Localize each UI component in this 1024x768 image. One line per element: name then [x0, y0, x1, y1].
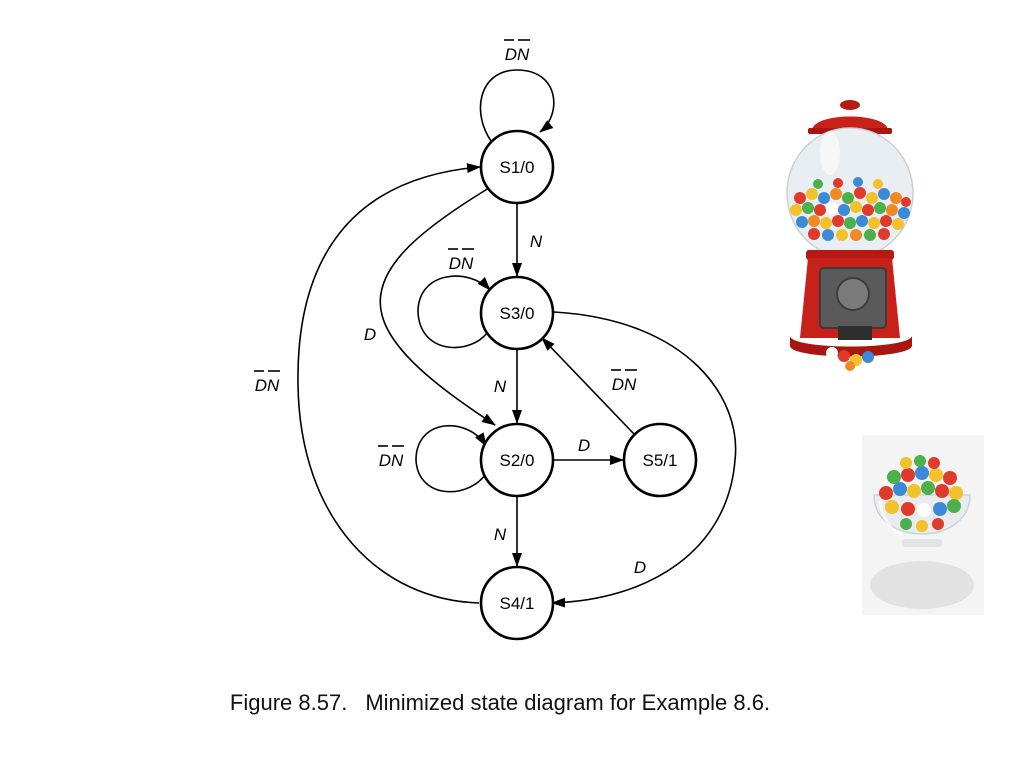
- state-s5-label: S5/1: [643, 451, 678, 470]
- state-s1: S1/0: [479, 129, 555, 205]
- state-s3: S3/0: [479, 275, 555, 351]
- label-s3-s2: N: [494, 377, 507, 396]
- label-s2-s4: N: [494, 525, 507, 544]
- transition-s1-s2: [379, 187, 496, 426]
- svg-text:DN: DN: [505, 45, 530, 64]
- state-s1-label: S1/0: [500, 158, 535, 177]
- label-s2-s5: D: [578, 436, 590, 455]
- label-s1-s3: N: [530, 232, 543, 251]
- state-s2: S2/0: [479, 422, 555, 498]
- svg-text:DN: DN: [449, 254, 474, 273]
- state-s2-label: S2/0: [500, 451, 535, 470]
- label-s1-s2: D: [364, 325, 376, 344]
- label-s3-self: DN: [448, 248, 474, 273]
- svg-text:DN: DN: [379, 451, 404, 470]
- transition-s1-self: [479, 69, 555, 146]
- gumball-bowl-photo: [862, 435, 984, 615]
- state-s5: S5/1: [622, 422, 698, 498]
- transition-s5-s3: [541, 337, 635, 435]
- state-s4-label: S4/1: [500, 594, 535, 613]
- gumball-machine-photo: [786, 100, 914, 371]
- transition-s3-s4: [551, 311, 737, 608]
- svg-text:DN: DN: [255, 376, 280, 395]
- figure-caption-text: Minimized state diagram for Example 8.6.: [365, 690, 771, 715]
- label-s3-s4: D: [634, 558, 646, 577]
- transition-s4-s1: [297, 163, 481, 604]
- label-s2-self: DN: [378, 445, 404, 470]
- label-s1-self: DN: [504, 39, 530, 64]
- label-s5-s3: DN: [611, 369, 637, 394]
- state-s3-label: S3/0: [500, 304, 535, 323]
- svg-text:DN: DN: [612, 375, 637, 394]
- transition-s2-self: [415, 424, 488, 493]
- figure-number: Figure 8.57.: [229, 690, 348, 715]
- state-s4: S4/1: [479, 565, 555, 641]
- figure-caption: Figure 8.57. Minimized state diagram for …: [0, 690, 1000, 716]
- label-s4-s1: DN: [254, 370, 280, 395]
- transition-s3-self: [417, 275, 491, 349]
